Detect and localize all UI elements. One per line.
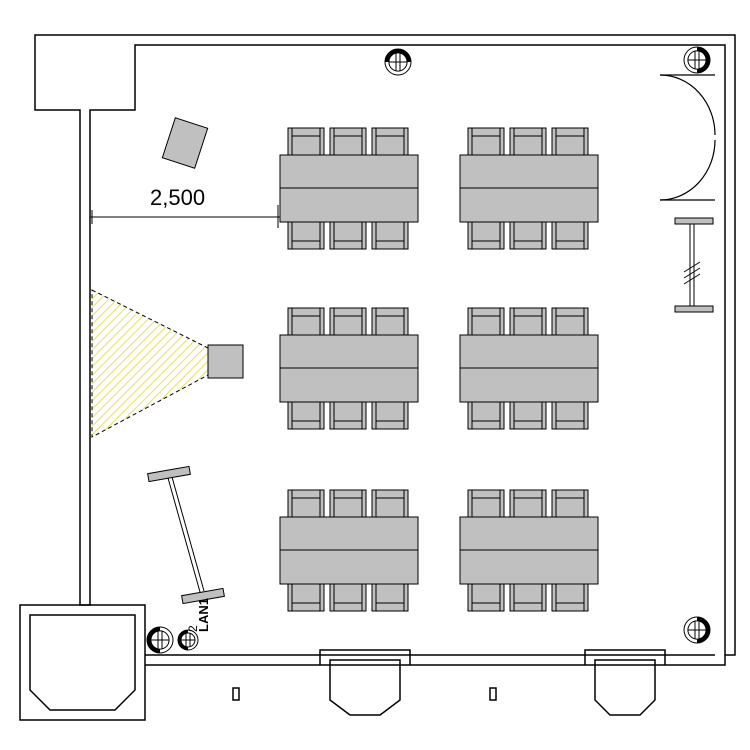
chair [371,221,409,250]
chair [509,127,547,156]
chair [467,221,505,250]
chair [287,127,325,156]
outlets [146,46,711,654]
chair [287,583,325,612]
chair [551,401,589,430]
chair [551,307,589,336]
chair [329,489,367,518]
chair [371,127,409,156]
outlet-number-label: 2 [186,625,200,632]
chair [551,127,589,156]
table-group [459,489,599,612]
dimension-label: 2,500 [150,185,206,210]
chair [467,583,505,612]
chair [509,489,547,518]
projection-area [91,289,209,438]
chair [467,307,505,336]
table-group [459,127,599,250]
chair [329,583,367,612]
outlet-icon [683,46,711,74]
chair [371,583,409,612]
chair [551,489,589,518]
chair [371,307,409,336]
table-groups [279,127,599,612]
table-group [279,307,419,430]
outlet-icon [683,616,711,644]
outlet-icon [146,626,174,654]
chair [287,221,325,250]
small-table [161,117,209,169]
chair [329,127,367,156]
chair [467,489,505,518]
dimension-line [90,205,280,228]
chair [509,583,547,612]
chair [551,583,589,612]
right-whiteboard [674,217,714,313]
table-group [279,127,419,250]
chair [329,221,367,250]
chair [329,401,367,430]
chair [509,221,547,250]
chair [509,401,547,430]
table-group [459,307,599,430]
outlet-icon [177,629,199,651]
chair [287,489,325,518]
chair [287,307,325,336]
chair [551,221,589,250]
chair [287,401,325,430]
walls [19,34,736,721]
door [659,74,716,201]
projector [207,344,244,379]
mobile-whiteboard [147,465,225,605]
chair [371,401,409,430]
chair [467,401,505,430]
chair [467,127,505,156]
outlet-icon [384,48,412,76]
chair [509,307,547,336]
chair [371,489,409,518]
chair [329,307,367,336]
table-group [279,489,419,612]
